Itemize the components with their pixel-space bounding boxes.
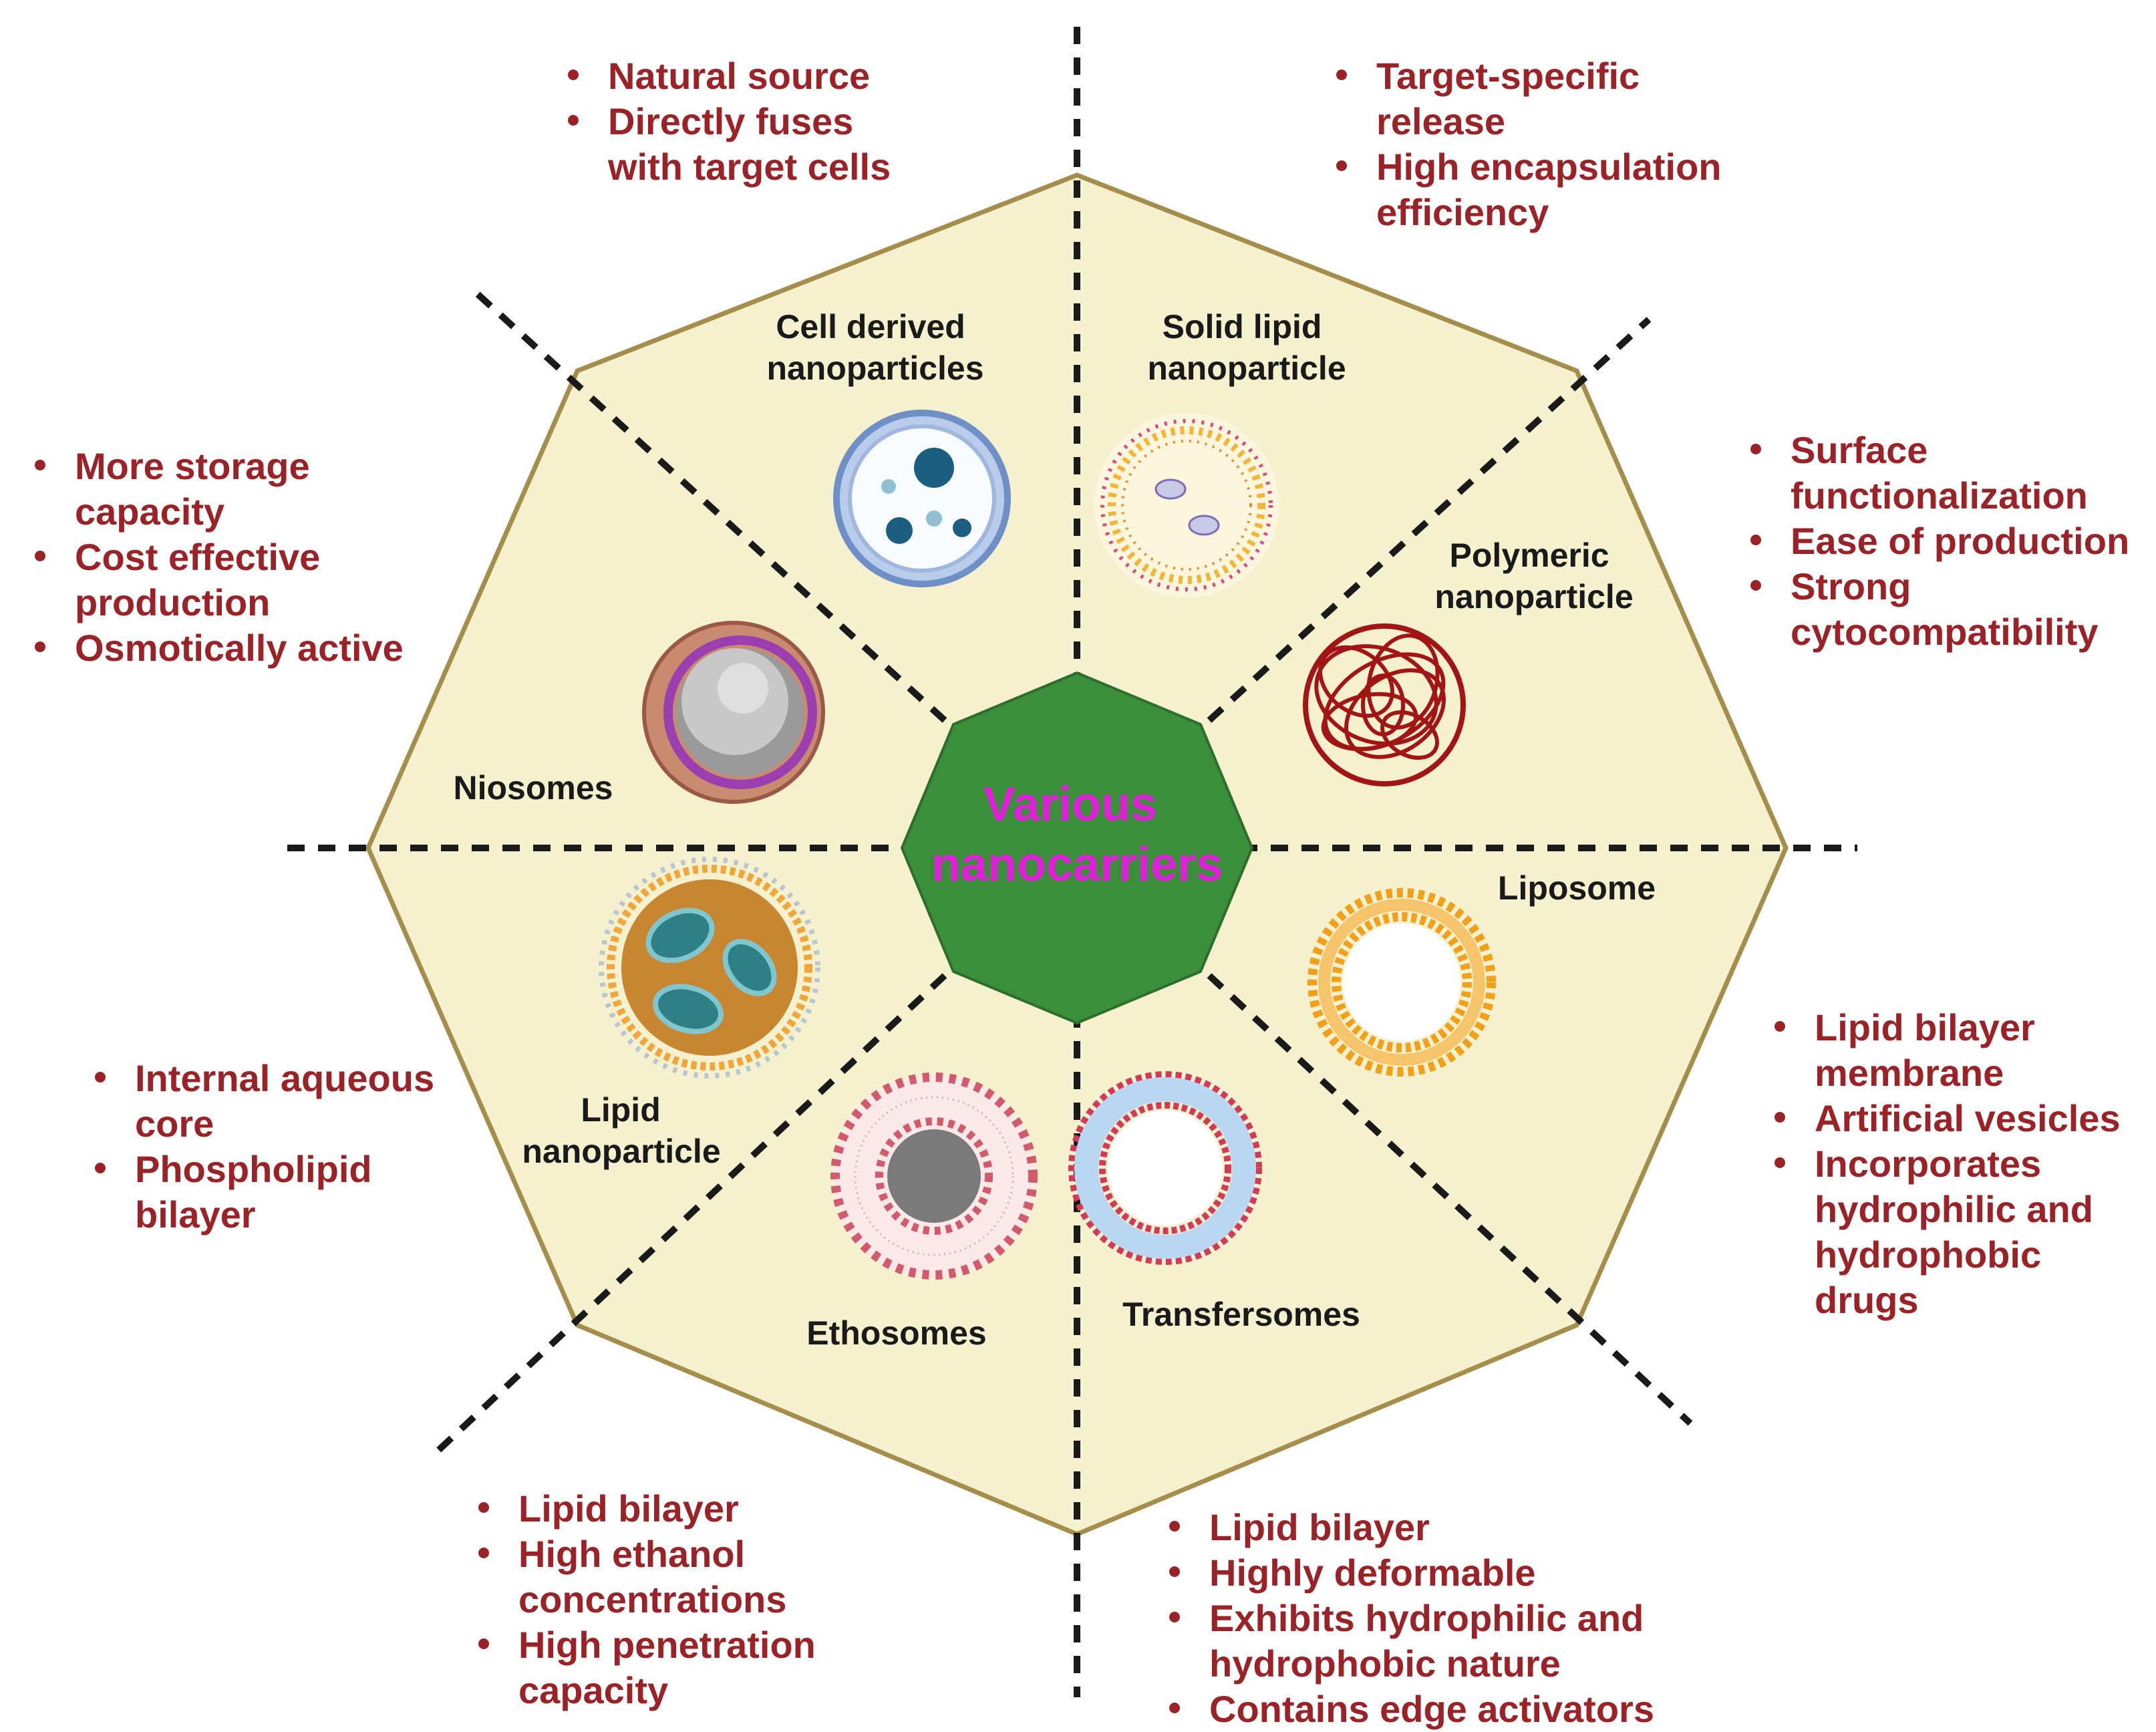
- bullets-liposome: Lipid bilayer membrane Artificial vesicl…: [1770, 1005, 2145, 1323]
- label-solid-lipid-line-1: Solid lipid: [1163, 308, 1322, 345]
- label-liposome-line-1: Liposome: [1498, 869, 1656, 907]
- bullet-item: Internal aqueous core: [91, 1056, 465, 1147]
- bullet-item: More storage capacity: [31, 444, 432, 535]
- label-solid-lipid-line-2: nanoparticle: [1147, 349, 1346, 387]
- bullet-item: Contains edge activators: [1165, 1687, 1673, 1732]
- bullet-item: Target-specific release: [1332, 53, 1746, 144]
- bullet-item: Lipid bilayer: [474, 1486, 835, 1532]
- center-title-line-1: Various: [983, 778, 1157, 831]
- label-ethosomes: Ethosomes: [806, 1314, 987, 1352]
- label-transfersomes: Transfersomes: [1122, 1296, 1360, 1333]
- divider-diagonal-se: [1207, 973, 1693, 1426]
- label-transfersomes-line-1: Transfersomes: [1122, 1296, 1360, 1333]
- label-niosomes: Niosomes: [454, 769, 613, 807]
- label-liposome: Liposome: [1498, 869, 1656, 907]
- bullet-item: High ethanol concentrations: [474, 1532, 835, 1622]
- bullet-item: Lipid bilayer: [1165, 1505, 1673, 1550]
- label-solid-lipid: Solid lipid nanoparticle: [1147, 308, 1346, 387]
- divider-diagonal-nw: [469, 286, 947, 723]
- niosome-icon: [642, 621, 825, 804]
- bullet-item: Lipid bilayer membrane: [1770, 1005, 2145, 1096]
- label-cell-derived: Cell derived nanoparticles: [766, 308, 983, 387]
- label-lipid-nanoparticle-line-2: nanoparticle: [522, 1133, 720, 1170]
- label-lipid-nanoparticle-line-1: Lipid: [581, 1091, 660, 1129]
- bullet-item: Phospholipid bilayer: [91, 1147, 465, 1238]
- bullet-item: High penetration capacity: [474, 1622, 835, 1713]
- center-title-line-2: nanocarriers: [931, 838, 1223, 891]
- label-niosomes-line-1: Niosomes: [454, 769, 613, 807]
- center-title: Various nanocarriers: [931, 778, 1223, 891]
- bullets-polymeric: Surface functionalization Ease of produc…: [1746, 428, 2147, 655]
- bullet-item: Cost effective production: [31, 535, 432, 625]
- bullet-item: Natural source: [564, 53, 938, 99]
- bullets-lipid-nanoparticle: Internal aqueous core Phospholipid bilay…: [91, 1056, 465, 1238]
- label-polymeric-line-1: Polymeric: [1450, 537, 1609, 574]
- label-polymeric-line-2: nanoparticle: [1434, 578, 1633, 615]
- bullets-solid-lipid: Target-specific release High encapsulati…: [1332, 53, 1746, 235]
- bullets-transfersomes: Lipid bilayer Highly deformable Exhibits…: [1165, 1505, 1673, 1732]
- bullets-niosomes: More storage capacity Cost effective pro…: [31, 444, 432, 671]
- label-polymeric: Polymeric nanoparticle: [1434, 537, 1633, 615]
- bullet-item: Directly fuses with target cells: [564, 99, 938, 190]
- label-ethosomes-line-1: Ethosomes: [806, 1314, 987, 1352]
- label-lipid-nanoparticle: Lipid nanoparticle: [522, 1091, 720, 1170]
- label-cell-derived-line-2: nanoparticles: [766, 349, 983, 387]
- bullet-item: Ease of production: [1746, 519, 2147, 564]
- bullet-item: Osmotically active: [31, 625, 432, 671]
- center-octagon: [900, 671, 1254, 1025]
- bullets-cell-derived: Natural source Directly fuses with targe…: [564, 53, 938, 190]
- bullet-item: Highly deformable: [1165, 1550, 1673, 1596]
- label-cell-derived-line-1: Cell derived: [776, 308, 965, 345]
- bullet-item: High encapsulation efficiency: [1332, 144, 1746, 235]
- divider-diagonal-ne: [1207, 317, 1652, 723]
- cell-vesicle-icon: [833, 410, 1011, 587]
- bullet-item: Exhibits hydrophilic and hydrophobic nat…: [1165, 1596, 1673, 1687]
- ethosome-icon: [830, 1072, 1038, 1280]
- divider-diagonal-sw: [429, 973, 947, 1459]
- bullet-item: Strong cytocompatibility: [1746, 564, 2147, 655]
- solid-lipid-nanoparticle-icon: [1094, 413, 1279, 597]
- bullet-item: Incorporates hydrophilic and hydrophobic…: [1770, 1141, 2145, 1323]
- polymer-tangle-icon: [1303, 623, 1466, 786]
- lipid-nanoparticle-icon: [599, 857, 820, 1078]
- liposome-ring-icon: [1307, 888, 1496, 1076]
- bullets-ethosomes: Lipid bilayer High ethanol concentration…: [474, 1486, 835, 1713]
- transfersome-ring-icon: [1068, 1071, 1262, 1265]
- bullet-item: Artificial vesicles: [1770, 1096, 2145, 1141]
- bullet-item: Surface functionalization: [1746, 428, 2147, 519]
